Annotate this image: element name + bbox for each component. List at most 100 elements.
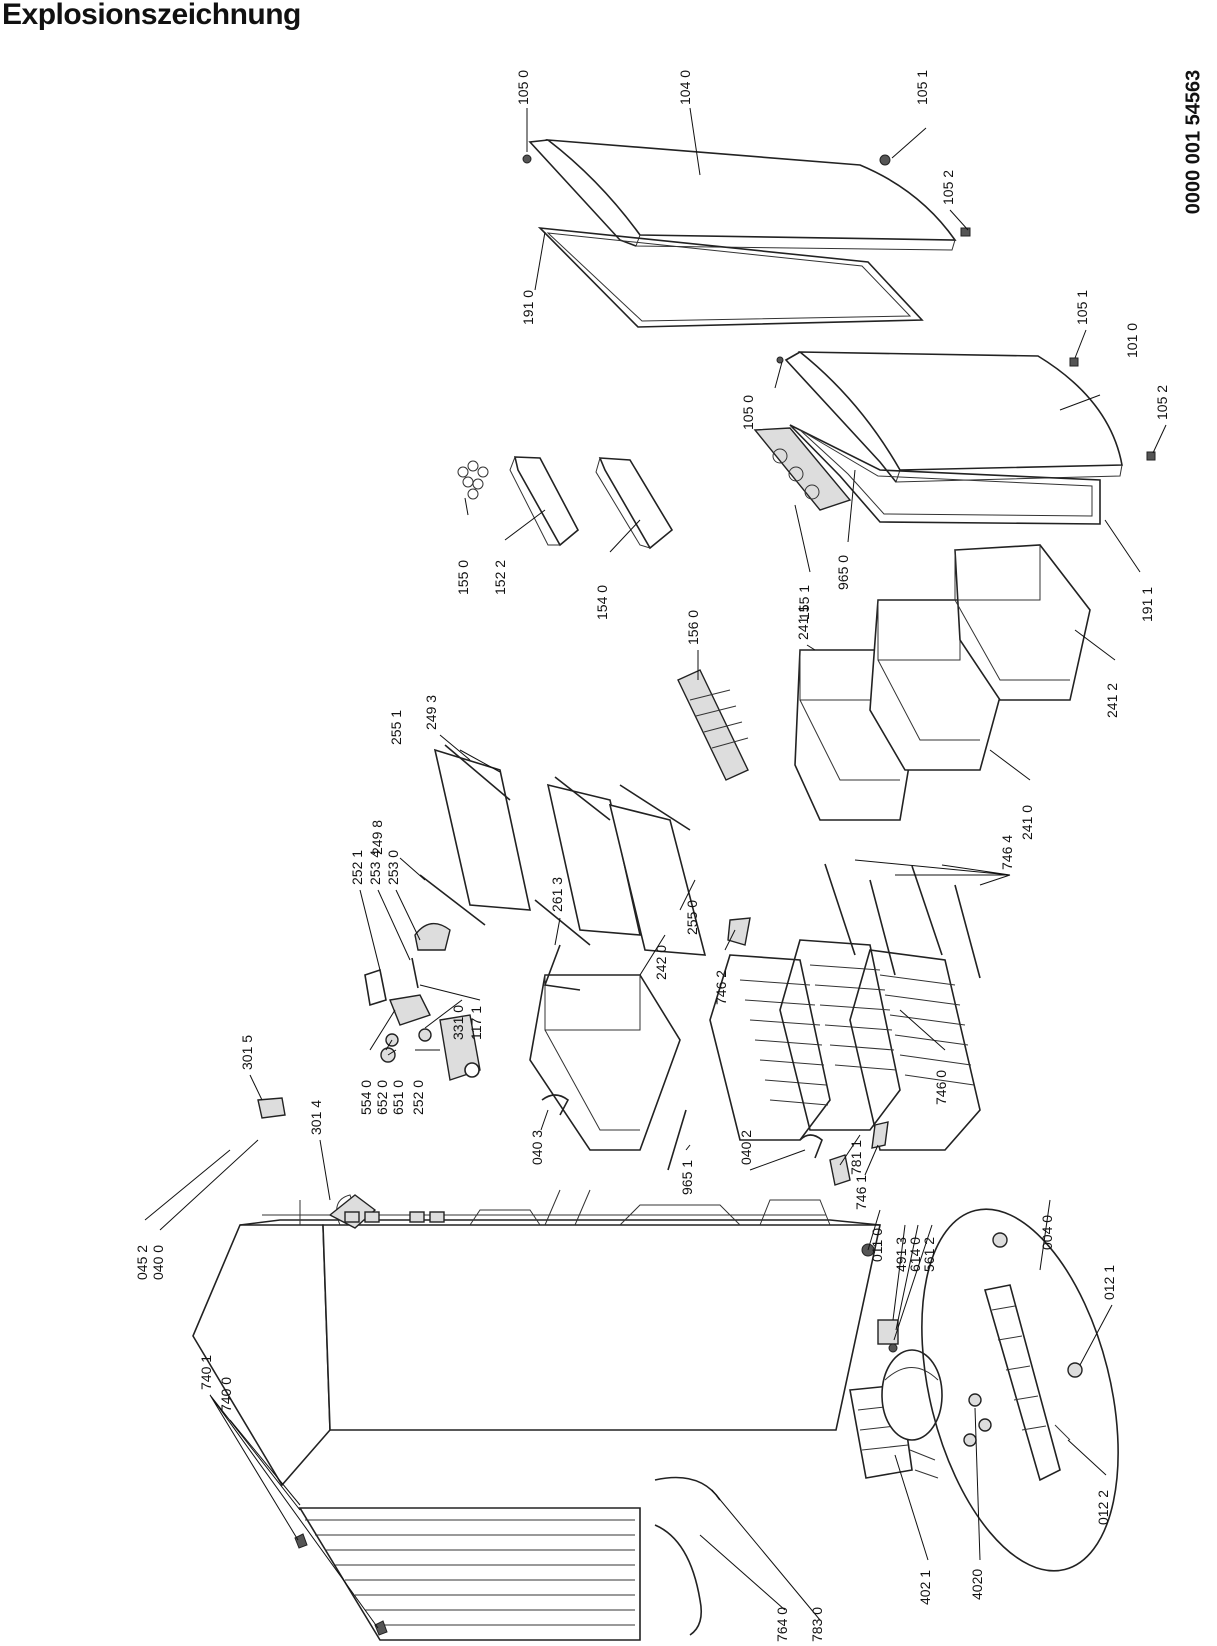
- clip-746-1: [871, 1121, 889, 1149]
- egg-tray-and-door-shelves: [457, 456, 674, 550]
- label-117-1: 117 1: [468, 1006, 484, 1040]
- label-252-0: 252 0: [410, 1080, 426, 1115]
- glass-shelf-255-0b: [608, 803, 707, 956]
- label-155-0: 155 0: [455, 560, 471, 595]
- glass-shelf-255-0a: [546, 783, 642, 936]
- label-104-0: 104 0: [677, 70, 693, 105]
- label-242-0: 242 0: [653, 945, 669, 980]
- label-746-1: 746 1: [853, 1175, 869, 1210]
- pipe-783-0: [654, 1476, 721, 1501]
- leader-lines: [144, 107, 1167, 1629]
- label-105-1b: 105 1: [1074, 290, 1090, 325]
- shelf-trim-249-8: [419, 874, 486, 926]
- label-241-1: 241 1: [795, 605, 811, 640]
- clip-746-2: [727, 917, 751, 946]
- base-plate: [983, 1284, 1061, 1482]
- freezer-door-assembly: [522, 138, 971, 328]
- label-105-0b: 105 0: [740, 395, 756, 430]
- label-965-0: 965 0: [835, 555, 851, 590]
- label-004-0: 004 0: [1039, 1215, 1055, 1250]
- label-155-1: 155 1: [796, 585, 812, 620]
- label-4020: 4020: [969, 1569, 985, 1600]
- label-252-1: 252 1: [349, 850, 365, 885]
- door-rack-151: [753, 427, 852, 511]
- runner-746-4b: [869, 879, 896, 976]
- clip-740-1b: [374, 1620, 388, 1636]
- lamp-cover-301-5: [257, 1097, 286, 1119]
- spring-253-4: [411, 957, 419, 989]
- pin-012-2: [1054, 1424, 1071, 1441]
- glass-shelves: [419, 744, 707, 956]
- wire-basket-b: [779, 939, 901, 1131]
- label-105-2b: 105 2: [1154, 385, 1170, 420]
- cabinet-side-panel: [192, 1224, 331, 1487]
- glass-shelf-255-1: [433, 748, 532, 911]
- runner-746-4a: [824, 863, 856, 956]
- part-331-0: [418, 1028, 432, 1042]
- label-331-0: 331 0: [450, 1005, 466, 1040]
- runner-746-4d: [954, 884, 981, 979]
- label-652-0: 652 0: [374, 1080, 390, 1115]
- pipe-764-0: [654, 1524, 703, 1636]
- part-252-1: [364, 968, 387, 1007]
- foot-012-1: [1067, 1362, 1083, 1378]
- clip-740-1a: [294, 1533, 308, 1549]
- control-parts: [364, 922, 481, 1081]
- lamp-cover-253-0: [414, 922, 451, 951]
- shelf-trim-249-3: [444, 744, 511, 801]
- cabinet-outer: [322, 1224, 881, 1431]
- thermostat-554-0: [389, 994, 431, 1026]
- label-253-0: 253 0: [385, 850, 401, 885]
- label-301-5: 301 5: [239, 1035, 255, 1070]
- label-554-0: 554 0: [358, 1080, 374, 1115]
- label-740-0: 740 0: [218, 1377, 234, 1412]
- ice-tray-156-0: [677, 669, 749, 781]
- door-panel-lower: [797, 351, 1123, 471]
- label-301-4: 301 4: [308, 1100, 324, 1135]
- label-255-0: 255 0: [684, 900, 700, 935]
- cabinet-body: [192, 1094, 889, 1487]
- compressor-group: [849, 1243, 943, 1479]
- label-249-8: 249 8: [369, 820, 385, 855]
- label-261-3: 261 3: [549, 877, 565, 912]
- label-191-0: 191 0: [520, 290, 536, 325]
- label-191-1: 191 1: [1139, 587, 1155, 622]
- label-105-2a: 105 2: [940, 170, 956, 205]
- door-shelf-152-2: [513, 456, 580, 547]
- runner-746-4c: [911, 865, 943, 956]
- label-746-0: 746 0: [933, 1070, 949, 1105]
- page-title: Explosionszeichnung: [2, 0, 301, 31]
- freezer-drawers: [794, 544, 1091, 979]
- bracket-040-2: [799, 1134, 823, 1159]
- label-040-0: 040 0: [150, 1245, 166, 1280]
- label-402-1: 402 1: [917, 1570, 933, 1605]
- label-012-2: 012 2: [1095, 1490, 1111, 1525]
- label-746-2: 746 2: [713, 970, 729, 1005]
- door-gasket-upper: [537, 226, 924, 328]
- label-491-3: 491 3: [893, 1237, 909, 1272]
- label-101-0: 101 0: [1124, 323, 1140, 358]
- label-040-2: 040 2: [738, 1130, 754, 1165]
- grommet-4020: [968, 1393, 982, 1407]
- label-781-1: 781 1: [848, 1140, 864, 1175]
- label-253-4: 253 4: [367, 850, 383, 885]
- wire-baskets-746-0: [709, 917, 981, 1151]
- egg-tray-155-0: [457, 460, 489, 500]
- label-011-0: 011 0: [869, 1228, 885, 1262]
- label-614-0: 614 0: [907, 1237, 923, 1272]
- label-651-0: 651 0: [390, 1080, 406, 1115]
- label-012-1: 012 1: [1101, 1265, 1117, 1300]
- label-040-3: 040 3: [529, 1130, 545, 1165]
- cover-rail-261-3: [543, 944, 581, 991]
- label-156-0: 156 0: [685, 610, 701, 645]
- label-241-2: 241 2: [1104, 683, 1120, 718]
- label-152-2: 152 2: [492, 560, 508, 595]
- door-shelf-154-0: [598, 457, 674, 550]
- label-154-0: 154 0: [594, 585, 610, 620]
- capacitor-491-3: [877, 1319, 899, 1345]
- label-249-3: 249 3: [423, 695, 439, 730]
- part-781-1: [829, 1154, 851, 1186]
- label-746-4: 746 4: [999, 835, 1015, 870]
- door-gasket-lower: [789, 424, 1101, 525]
